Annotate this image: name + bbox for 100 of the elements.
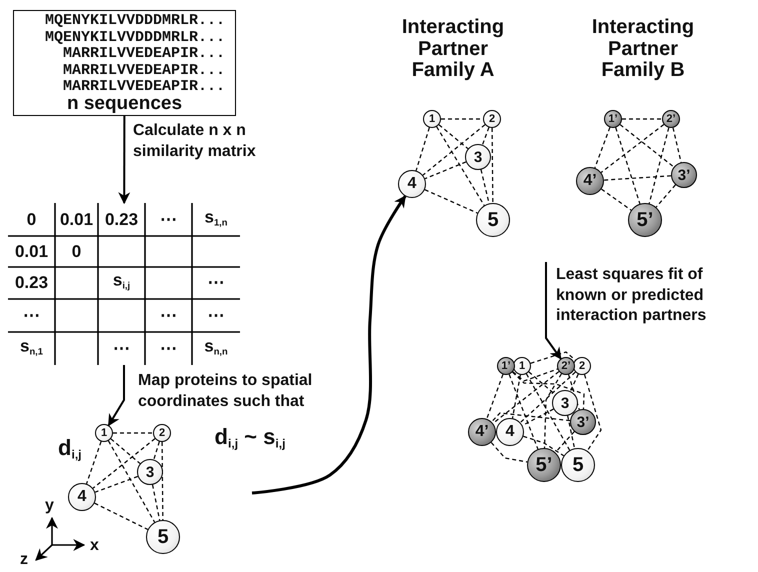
distance-line	[656, 184, 676, 208]
protein-node: 5	[561, 448, 595, 482]
distance-line	[620, 124, 674, 168]
sequence-count: n sequences	[66, 94, 184, 114]
distance-line	[422, 124, 486, 176]
protein-node: 1	[513, 357, 531, 375]
arrow	[545, 262, 562, 360]
distance-line	[492, 128, 494, 203]
sequence-text: MARRILVVEDEAPIR...	[62, 79, 225, 95]
matrix-value: ⋯	[113, 338, 130, 358]
distance-line	[491, 412, 570, 422]
matrix-value: s$_{i,j}$	[112, 270, 130, 292]
edge-label: Least squares fit of known or predicted interaction partners	[556, 265, 708, 326]
distance-line	[512, 368, 558, 382]
distance-line	[615, 127, 640, 204]
matrix-value: 0.01	[14, 242, 48, 262]
distance-line	[424, 161, 466, 180]
distance-line	[526, 374, 570, 450]
sequence-text: MARRILVVEDEAPIR...	[62, 46, 225, 62]
distance-line	[424, 189, 478, 214]
distance-line	[544, 373, 562, 448]
protein-node: 2’	[557, 357, 575, 375]
protein-node: 4’	[468, 418, 496, 446]
distance-line	[601, 188, 632, 211]
distance-line	[567, 416, 576, 448]
distance-line	[520, 372, 576, 423]
sequence-text: MQENYKILVVDDDMRLR...	[44, 30, 225, 46]
distance-label: d$_{i,j}$	[58, 436, 83, 464]
distance-line	[648, 128, 670, 204]
distance-line	[86, 441, 102, 484]
matrix-value: ⋯	[208, 306, 224, 326]
distance-line	[522, 408, 554, 426]
protein-node: 5’	[628, 203, 662, 237]
distance-line	[584, 374, 602, 452]
relation-formula: d$_{i,j}$ ~ s$_{i,j}$	[214, 425, 286, 453]
protein-node: 2	[573, 357, 591, 375]
distance-line	[438, 124, 468, 150]
protein-node: 1	[423, 110, 441, 128]
protein-node: 4’	[576, 167, 604, 195]
distance-line	[512, 372, 585, 410]
family-heading: Interacting Partner Family A	[400, 17, 506, 82]
similarity-matrix	[8, 203, 240, 365]
protein-node: 3’	[570, 409, 596, 435]
matrix-value: 0	[72, 242, 82, 262]
matrix-value: ⋯	[160, 210, 177, 230]
distance-line	[530, 351, 576, 364]
protein-node: 1’	[604, 110, 622, 128]
sequence-text: MQENYKILVVDDDMRLR...	[44, 13, 225, 29]
matrix-value: 0.01	[60, 210, 94, 230]
distance-line	[554, 431, 575, 453]
matrix-value: 0.23	[14, 273, 48, 293]
protein-node: 4	[68, 483, 96, 511]
edge-label: Map proteins to spatial coordinates such that	[138, 371, 314, 412]
sequence-text: MARRILVVEDEAPIR...	[62, 62, 225, 78]
distance-line	[161, 442, 164, 520]
distance-line	[604, 175, 672, 181]
axis-label: y	[45, 497, 55, 515]
distance-line	[600, 124, 664, 173]
family-heading: Interacting Partner Family B	[590, 17, 696, 82]
distance-line	[152, 484, 160, 520]
protein-node: 2’	[662, 110, 680, 128]
distance-line	[436, 126, 485, 206]
protein-node: 5’	[527, 448, 561, 482]
sequence-box	[13, 10, 236, 116]
distance-line	[94, 476, 138, 493]
matrix-value: 0.23	[104, 210, 138, 230]
protein-node: 4	[398, 170, 426, 198]
arrow	[108, 365, 125, 426]
arrow	[252, 195, 406, 494]
matrix-value: s$_{1,n}$	[204, 207, 228, 229]
matrix-value: ⋯	[160, 338, 177, 358]
distance-line	[92, 438, 156, 489]
protein-node: 5	[146, 520, 180, 554]
distance-line	[480, 170, 490, 204]
distance-line	[570, 374, 579, 392]
distance-line	[108, 440, 156, 522]
axis-label: z	[20, 551, 29, 569]
distance-line	[492, 371, 560, 424]
matrix-value: ⋯	[160, 306, 177, 326]
distance-line	[153, 441, 160, 460]
protein-node: 3	[465, 144, 491, 170]
distance-line	[568, 374, 580, 410]
matrix-value: ⋯	[23, 306, 40, 326]
distance-line	[113, 432, 153, 434]
distance-line	[441, 118, 483, 120]
protein-node: 2	[483, 110, 501, 128]
protein-node: 1’	[497, 357, 515, 375]
distance-line	[94, 502, 148, 530]
distance-line	[512, 374, 521, 418]
axis-label: x	[90, 537, 100, 555]
edge-label: Calculate n x n similarity matrix	[133, 121, 257, 162]
distance-line	[486, 374, 504, 420]
distance-line	[110, 438, 140, 464]
distance-line	[490, 442, 528, 463]
matrix-value: s$_{n,n}$	[204, 336, 228, 358]
distance-line	[482, 127, 490, 145]
matrix-value: ⋯	[208, 273, 224, 293]
distance-line	[594, 127, 610, 168]
protein-node: 4	[496, 418, 524, 446]
protein-node: 5	[476, 203, 510, 237]
